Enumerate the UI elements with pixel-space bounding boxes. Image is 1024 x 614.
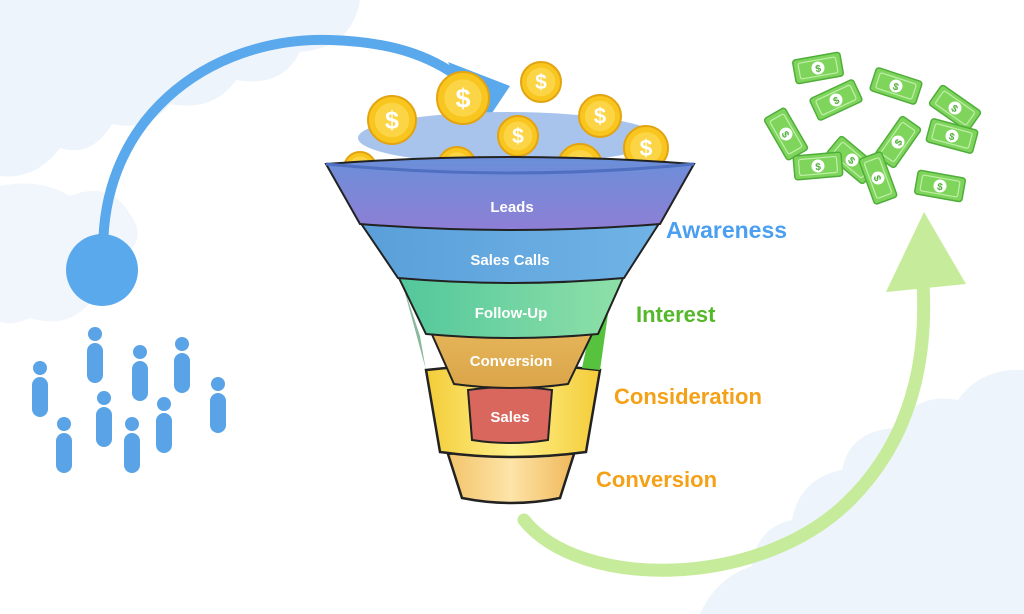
person-icon: [96, 391, 112, 447]
person-icon: [210, 377, 226, 433]
bill-symbol: $: [815, 162, 822, 173]
coin-icon: $: [578, 94, 622, 138]
person-icon: [124, 417, 140, 473]
person-icon: [174, 337, 190, 393]
blue-arrow-dot: [66, 234, 138, 306]
layer-label-sales-calls: Sales Calls: [470, 252, 549, 269]
bill-symbol: $: [949, 103, 960, 115]
money-bill-icon: $: [763, 107, 809, 161]
green-arrow-path: [517, 263, 931, 577]
money-bill-icon: $: [809, 79, 863, 121]
green-arrow-head: [886, 212, 966, 292]
money-bill-icon: $: [792, 51, 844, 85]
funnel: $$$$$$$$$$ Leads Sales Calls Follow-Up C…: [324, 61, 696, 505]
coin-symbol: $: [512, 125, 524, 148]
bill-symbol: $: [845, 155, 857, 167]
money-bill-icon: $: [914, 169, 966, 203]
bill-symbol: $: [891, 81, 900, 93]
coin-symbol: $: [640, 135, 653, 161]
blue-arrow-path: [98, 34, 473, 275]
money-bill-icon: $: [869, 67, 923, 105]
coin-icon: $: [497, 115, 539, 157]
money-bills: $ $ $ $ $ $ $ $ $ $ $: [763, 51, 982, 205]
money-bill-icon: $: [928, 84, 982, 132]
person-icon: [56, 417, 72, 473]
layer-label-sales: Sales: [490, 409, 529, 426]
money-bill-icon: $: [925, 118, 979, 154]
funnel-rim-front: [325, 162, 695, 175]
person-icon: [32, 361, 48, 417]
green-arrow: [517, 212, 966, 577]
person-icon: [156, 397, 172, 453]
bill-symbol: $: [832, 95, 842, 108]
money-bill-icon: $: [858, 151, 898, 205]
bill-symbol: $: [870, 174, 882, 183]
coin-icon: $: [520, 61, 562, 103]
bill-symbol: $: [948, 131, 957, 143]
layer-label-follow-up: Follow-Up: [475, 305, 547, 322]
money-bill-icon: $: [792, 151, 844, 181]
bill-symbol: $: [815, 64, 823, 76]
person-icon: [87, 327, 103, 383]
coin-symbol: $: [455, 83, 470, 113]
coin-symbol: $: [535, 71, 547, 94]
bill-symbol: $: [779, 130, 792, 141]
bill-symbol: $: [893, 137, 905, 148]
coin-icon: $: [436, 71, 490, 125]
stage-label-consideration: Consideration: [614, 384, 762, 409]
coin-symbol: $: [594, 104, 606, 129]
people-crowd: [32, 327, 226, 473]
stage-label-awareness: Awareness: [666, 217, 787, 243]
coin-symbol: $: [385, 107, 399, 135]
bill-symbol: $: [936, 182, 944, 194]
coin-icon: $: [367, 95, 417, 145]
person-icon: [132, 345, 148, 401]
stage-label-conversion: Conversion: [596, 467, 717, 492]
stage-label-interest: Interest: [636, 302, 716, 327]
layer-label-leads: Leads: [490, 199, 533, 216]
layer-label-conversion: Conversion: [470, 353, 553, 370]
